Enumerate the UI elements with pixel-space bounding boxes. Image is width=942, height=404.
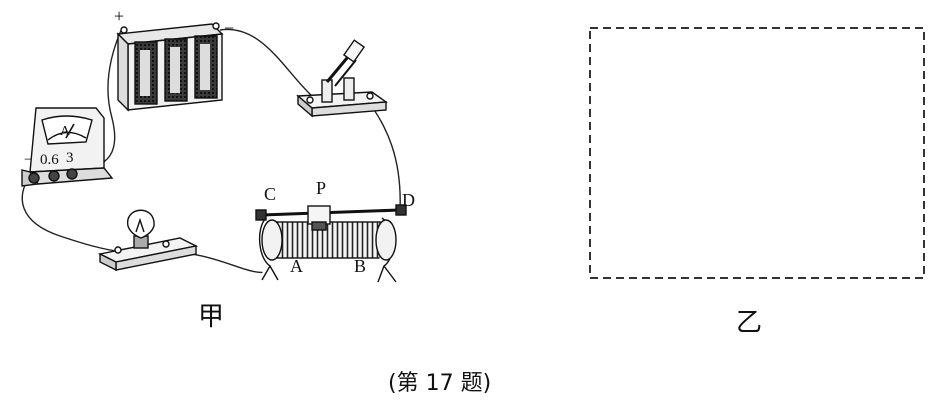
battery-minus-label: − bbox=[224, 18, 234, 38]
rheostat bbox=[255, 204, 407, 283]
rheostat-label-a: A bbox=[290, 256, 303, 276]
figure-b-caption: 乙 bbox=[736, 308, 763, 338]
rheostat-label-b: B bbox=[354, 256, 366, 276]
terminal-d bbox=[395, 204, 407, 216]
switch-handle bbox=[342, 39, 366, 63]
ammeter-terminal-3: 3 bbox=[66, 150, 74, 166]
question-number-caption: (第 17 题) bbox=[388, 371, 492, 396]
slider-bar bbox=[261, 208, 401, 217]
rheostat-label-c: C bbox=[264, 184, 276, 204]
lamp bbox=[97, 209, 199, 272]
circuit-diagram-answer-box bbox=[589, 27, 925, 279]
figure-a-caption: 甲 bbox=[198, 302, 225, 332]
coil bbox=[275, 221, 381, 259]
battery-pack bbox=[116, 22, 224, 112]
rheostat-label-d: D bbox=[402, 190, 415, 210]
battery-plus-label: + bbox=[114, 6, 124, 26]
wire-ammeter-minus-to-lamp bbox=[21, 175, 125, 253]
ammeter-terminal-minus: − bbox=[24, 152, 32, 168]
ammeter-terminal-0.6: 0.6 bbox=[40, 152, 59, 168]
wire-battery-minus-to-switch bbox=[219, 28, 313, 97]
wire-switch-to-rheostat-d bbox=[363, 95, 401, 211]
knife-switch bbox=[296, 39, 388, 118]
rheostat-label-p: P bbox=[316, 178, 326, 198]
ammeter-symbol: A bbox=[60, 124, 71, 139]
ammeter bbox=[21, 107, 114, 187]
terminal-c bbox=[255, 209, 267, 221]
